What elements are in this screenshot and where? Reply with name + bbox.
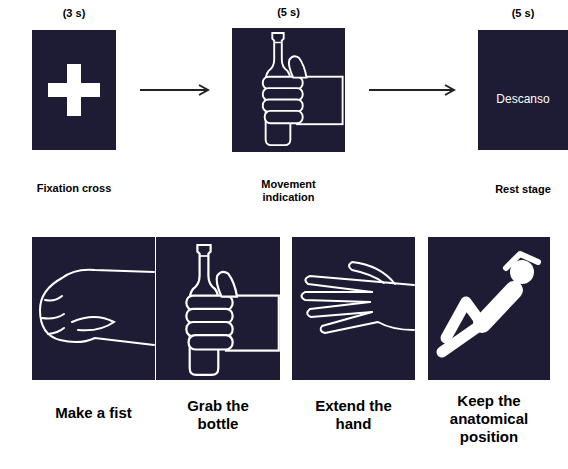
stage-caption: Fixation cross — [14, 182, 134, 195]
movement-panel: Extend the hand — [292, 237, 415, 380]
duration-label: (3 s) — [34, 7, 114, 20]
movement-panel: Grab the bottle — [156, 237, 280, 380]
panel-text: Descanso — [478, 92, 568, 106]
movement-caption: Extend the hand — [304, 397, 404, 433]
movement-caption: Grab the bottle — [168, 397, 268, 433]
stage-panel: (3 s)Fixation cross — [32, 30, 116, 150]
movement-caption: Make a fist — [34, 404, 154, 422]
stage-panel: (5 s)Movement indication — [232, 28, 345, 152]
stage-caption: Rest stage — [483, 183, 563, 196]
movement-panel: Make a fist — [32, 237, 155, 380]
duration-label: (5 s) — [493, 7, 553, 20]
stage-panel: (5 s)DescansoRest stage — [478, 30, 568, 150]
duration-label: (5 s) — [249, 6, 329, 19]
movement-panel: Keep the anatomical position — [428, 237, 550, 380]
flow-arrow — [369, 89, 454, 91]
flow-arrow — [140, 89, 208, 91]
movement-caption: Keep the anatomical position — [434, 392, 544, 446]
stage-caption: Movement indication — [249, 178, 329, 204]
